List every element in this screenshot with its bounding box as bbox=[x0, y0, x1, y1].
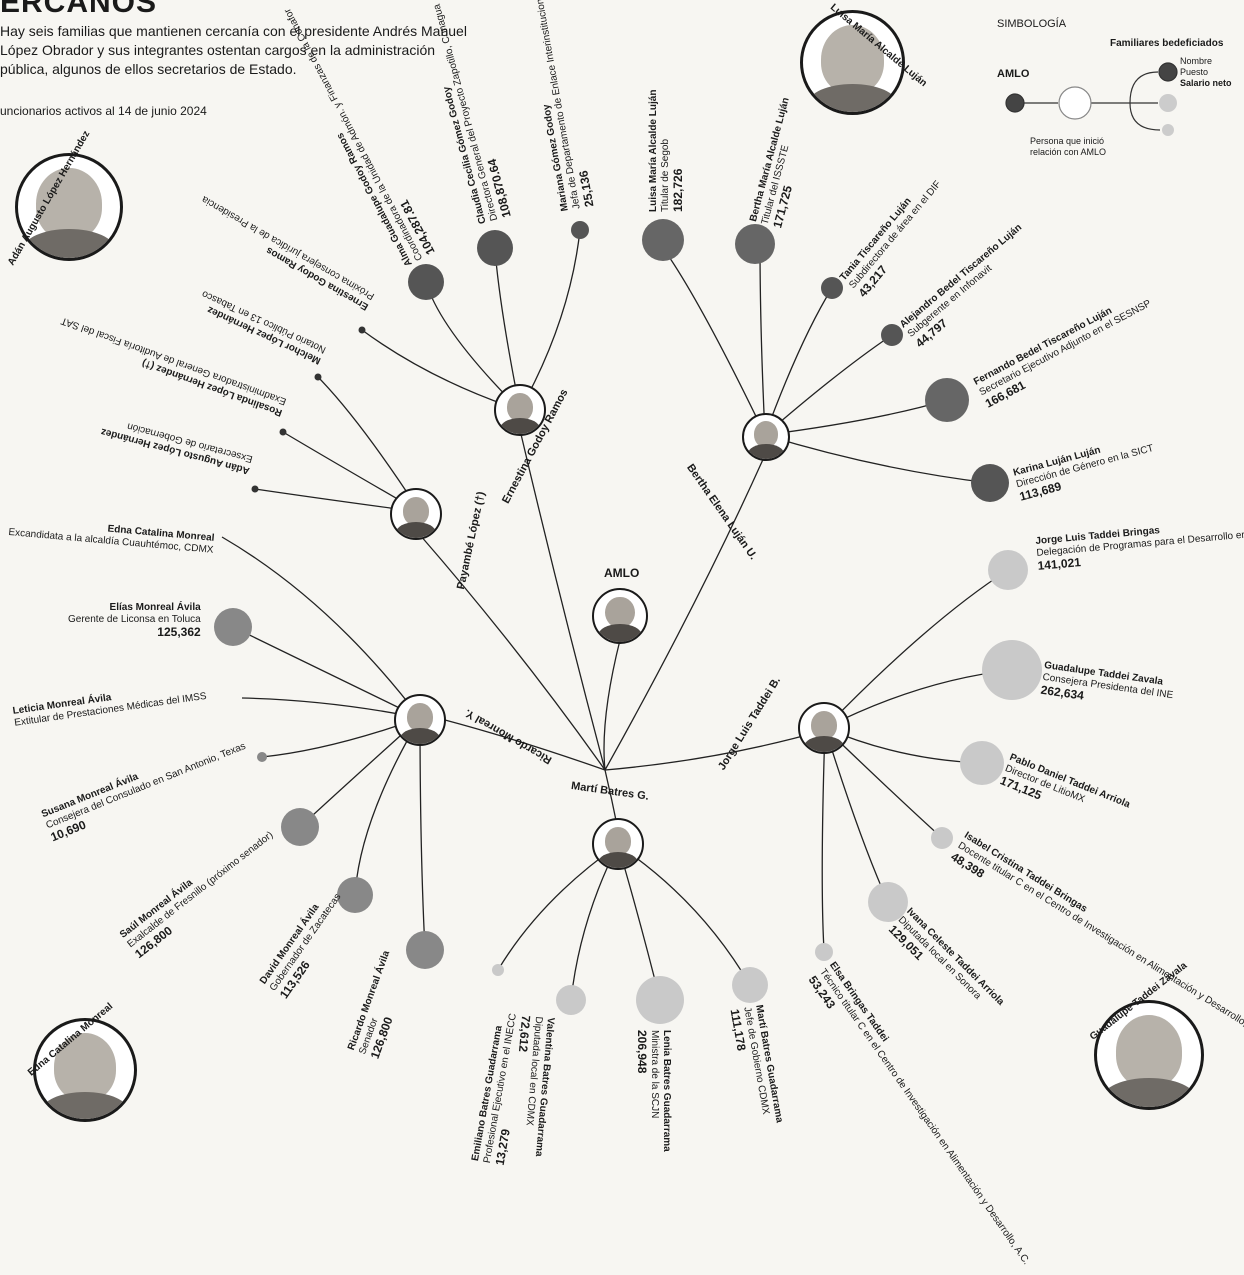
node-bertha bbox=[735, 224, 775, 264]
portrait-edna bbox=[33, 1018, 137, 1122]
portrait-guadalupe bbox=[1094, 1000, 1204, 1110]
node-tania bbox=[821, 277, 843, 299]
node-claudia bbox=[477, 230, 513, 266]
node-rosalinda bbox=[279, 428, 287, 436]
node-ricardo bbox=[406, 931, 444, 969]
portrait-luisa bbox=[800, 10, 905, 115]
legend-amlo: AMLO bbox=[997, 68, 1030, 80]
intro-text: Hay seis familias que mantienen cercanía… bbox=[0, 23, 467, 77]
hub-lopez bbox=[390, 488, 442, 540]
link-godoy bbox=[519, 429, 606, 771]
node-isabel bbox=[931, 827, 953, 849]
legend-puesto: Puesto bbox=[1180, 67, 1209, 77]
legend-persona: Persona que inició bbox=[1030, 136, 1105, 146]
hub-amlo-label: AMLO bbox=[604, 566, 640, 580]
family-network-diagram bbox=[214, 62, 1178, 1024]
node-david bbox=[337, 877, 373, 913]
link-taddei bbox=[604, 729, 826, 771]
link-lujan bbox=[604, 454, 766, 771]
node-saul bbox=[281, 808, 319, 846]
node-jorge bbox=[988, 550, 1028, 590]
hub-monreal bbox=[394, 694, 446, 746]
link-amlo-batres bbox=[603, 639, 621, 771]
node-emiliano bbox=[492, 964, 504, 976]
node-luisa bbox=[642, 219, 684, 261]
node-melchor bbox=[314, 373, 322, 381]
node-marti bbox=[732, 967, 768, 1003]
portrait-adan bbox=[15, 153, 123, 261]
node-alma bbox=[408, 264, 444, 300]
hub-amlo bbox=[592, 588, 648, 644]
node-valentina bbox=[556, 985, 586, 1015]
node-karina bbox=[971, 464, 1009, 502]
node-susana bbox=[257, 752, 267, 762]
node-adan bbox=[251, 485, 259, 493]
node-mariana bbox=[571, 221, 589, 239]
node-ivana bbox=[868, 882, 908, 922]
node-elias bbox=[214, 608, 252, 646]
node-guadalupe bbox=[982, 640, 1042, 700]
link-lopez bbox=[419, 534, 606, 771]
connectors bbox=[221, 229, 1013, 1001]
legend-persona2: relación con AMLO bbox=[1030, 147, 1107, 157]
hub-taddei bbox=[798, 702, 850, 754]
legend-family: Familiares bedeficiados bbox=[1110, 38, 1224, 49]
legend-title: SIMBOLOGÍA bbox=[997, 18, 1067, 30]
hub-lujan bbox=[742, 413, 790, 461]
node-pablo bbox=[960, 741, 1004, 785]
link-monreal bbox=[444, 719, 606, 771]
hub-batres bbox=[592, 818, 644, 870]
date-note: uncionarios activos al 14 de junio 2024 bbox=[0, 104, 207, 118]
node-elsa bbox=[815, 943, 833, 961]
node-ernestina bbox=[358, 326, 366, 334]
legend-nombre: Nombre bbox=[1180, 56, 1213, 66]
hub-godoy bbox=[494, 384, 546, 436]
legend-salario: Salario neto bbox=[1180, 78, 1232, 88]
node-alejandro bbox=[881, 324, 903, 346]
page-title: ERCANOS bbox=[0, 0, 158, 19]
node-fernando bbox=[925, 378, 969, 422]
node-lenia bbox=[636, 976, 684, 1024]
legend-graphics bbox=[1005, 62, 1178, 136]
member-nodes bbox=[214, 219, 1042, 1024]
